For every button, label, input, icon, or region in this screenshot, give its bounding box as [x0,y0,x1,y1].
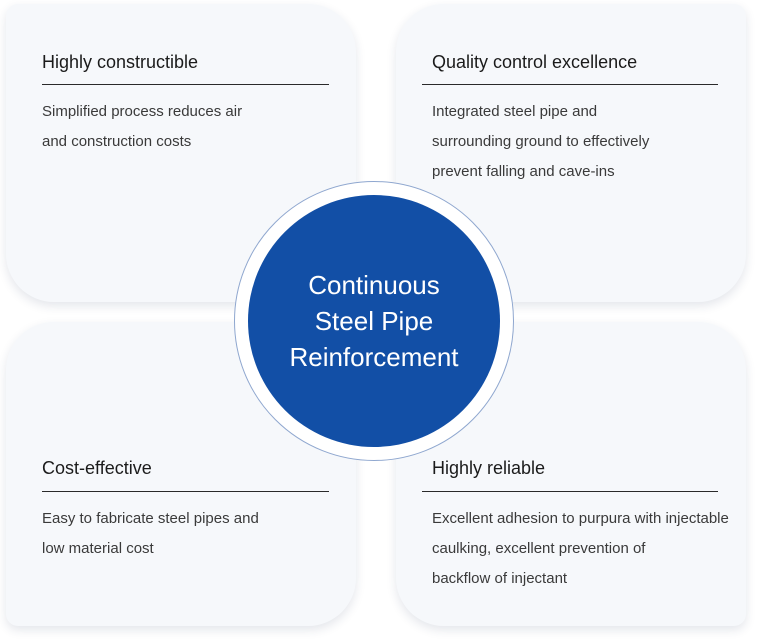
center-circle: Continuous Steel Pipe Reinforcement [248,195,500,447]
card-description-line: Integrated steel pipe and [432,103,598,120]
center-title: Continuous Steel Pipe Reinforcement [289,267,458,375]
card-description: Integrated steel pipe and surrounding gr… [432,97,649,187]
card-title: Highly constructible [42,52,199,72]
card-description-line: Simplified process reduces air [42,103,243,120]
card-highly-constructible: Highly constructible Simplified process … [6,4,356,302]
card-description-line: Excellent adhesion to purpura with injec… [432,510,729,527]
card-description-line: low material cost [42,540,154,557]
card-description: Simplified process reduces air and const… [42,97,242,157]
card-divider [42,491,329,492]
card-description-line: surrounding ground to effectively [432,133,650,150]
card-description-line: and construction costs [42,133,192,150]
center-title-line: Continuous [308,270,440,300]
card-title: Quality control excellence [432,52,638,72]
card-title: Cost-effective [42,458,152,478]
card-description-line: Easy to fabricate steel pipes and [42,510,259,527]
card-description: Excellent adhesion to purpura with injec… [432,504,729,594]
card-title: Highly reliable [432,458,546,478]
center-title-line: Reinforcement [289,342,459,372]
center-title-line: Steel Pipe [314,306,434,336]
card-description-line: backflow of injectant [432,570,568,587]
card-description-line: prevent falling and cave-ins [432,163,615,180]
card-divider [422,84,718,85]
card-description: Easy to fabricate steel pipes and low ma… [42,504,259,564]
card-divider [42,84,329,85]
card-divider [422,491,718,492]
card-quality-control-excellence: Quality control excellence Integrated st… [396,4,746,302]
card-description-line: caulking, excellent prevention of [432,540,646,557]
